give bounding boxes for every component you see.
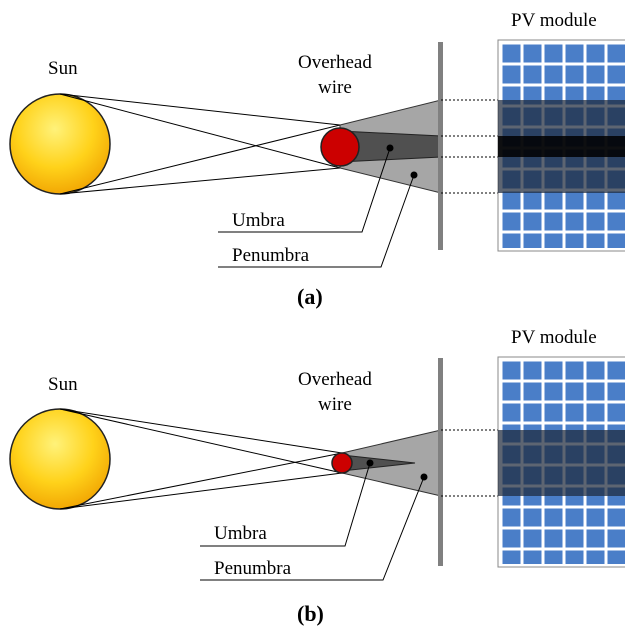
umbra-label: Umbra: [232, 210, 285, 231]
sun-icon: [9, 408, 111, 510]
penumbra-pointer-dot: [410, 171, 418, 179]
overhead-wire-icon: [320, 127, 360, 167]
umbra-pointer-dot: [386, 144, 394, 152]
projection-screen: [438, 42, 443, 250]
wire-label-line1: Overhead: [298, 52, 372, 73]
pv-module-label: PV module: [511, 327, 597, 348]
penumbra-shadow-band: [498, 430, 625, 496]
wire-label-line1: Overhead: [298, 369, 372, 390]
umbra-pointer-dot: [366, 459, 374, 467]
caption-b: (b): [297, 601, 324, 626]
pv-module: [497, 356, 625, 568]
umbra-shadow-band: [498, 136, 625, 157]
sun-label: Sun: [48, 58, 78, 79]
light-rays: [59, 408, 343, 510]
caption-a: (a): [297, 284, 323, 309]
umbra-label: Umbra: [214, 523, 267, 544]
leader-lines: [200, 462, 425, 581]
projection-screen: [438, 358, 443, 566]
panel-b: Sun Overhead wire PV module: [9, 327, 625, 626]
penumbra-pointer-dot: [420, 473, 428, 481]
overhead-wire-icon: [331, 452, 353, 474]
wire-label-line2: wire: [318, 77, 352, 98]
pv-module: [497, 39, 625, 252]
penumbra-label: Penumbra: [232, 245, 310, 266]
projection-lines: [441, 99, 501, 194]
sun-icon: [9, 93, 111, 195]
light-rays: [59, 93, 341, 195]
projection-lines: [441, 429, 501, 497]
sun-label: Sun: [48, 374, 78, 395]
pv-module-label: PV module: [511, 10, 597, 31]
wire-label-line2: wire: [318, 394, 352, 415]
leader-lines: [218, 147, 415, 268]
penumbra-label: Penumbra: [214, 558, 292, 579]
panel-a: Sun Overhead wire PV module: [9, 10, 625, 309]
